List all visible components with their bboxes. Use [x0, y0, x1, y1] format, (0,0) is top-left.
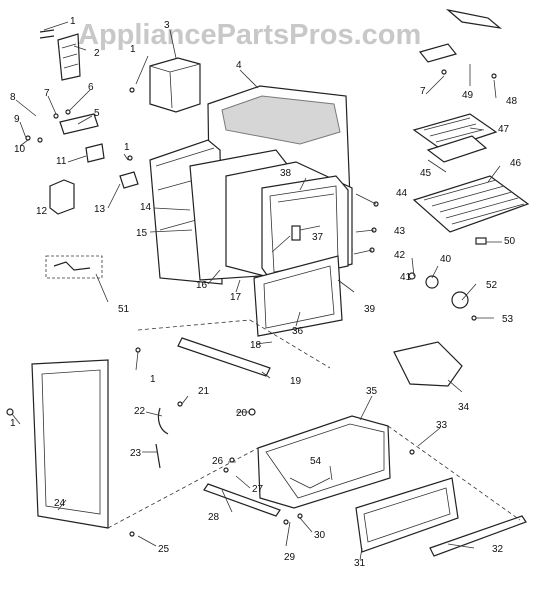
part-2-side-trim: [39, 29, 81, 81]
part-47-broil-pan: [412, 113, 498, 163]
callout-13: 13: [94, 204, 106, 215]
part-32-drawer-trim: [429, 515, 527, 557]
callout-11: 11: [56, 156, 67, 167]
callout-17: 17: [230, 292, 242, 303]
callout-1-top: 1: [70, 16, 76, 27]
callout-43: 43: [394, 226, 406, 237]
callout-33: 33: [436, 420, 448, 431]
callout-21: 21: [198, 386, 210, 397]
part-19-kick-strip: [177, 337, 271, 377]
part-4-oven-cabinet: [149, 85, 353, 285]
watermark-text: AppliancePartsPros.com: [78, 19, 421, 51]
part-39-oven-door-frame: [253, 255, 343, 337]
callout-labels: 1 2 3 4 5 6 7 8 9 10 11 12 13 14 15 16 1…: [10, 16, 522, 569]
callout-53: 53: [502, 314, 514, 325]
callout-46: 46: [510, 158, 522, 169]
part-46-oven-rack: [412, 175, 530, 233]
callout-5: 5: [94, 108, 100, 119]
callout-32: 32: [492, 544, 504, 555]
callout-49: 49: [462, 90, 474, 101]
callout-42: 42: [394, 250, 406, 261]
callout-29: 29: [284, 552, 296, 563]
callout-1-insulation: 1: [130, 44, 136, 55]
callout-23: 23: [130, 448, 142, 459]
callout-54: 54: [310, 456, 322, 467]
callout-7: 7: [44, 88, 50, 99]
callout-15: 15: [136, 228, 148, 239]
callout-7-top-right: 7: [420, 86, 426, 97]
part-40-52-lamp-parts: [369, 201, 487, 309]
callout-28: 28: [208, 512, 220, 523]
callout-44: 44: [396, 188, 408, 199]
callout-40: 40: [440, 254, 452, 265]
callout-14: 14: [140, 202, 152, 213]
callout-51: 51: [118, 304, 130, 315]
callout-12: 12: [36, 206, 48, 217]
callout-16: 16: [196, 280, 208, 291]
callout-9: 9: [14, 114, 20, 125]
part-brackets-5-6-11: [25, 87, 139, 215]
part-31-drawer-front: [355, 477, 459, 553]
callout-48: 48: [506, 96, 518, 107]
callout-2: 2: [94, 48, 100, 59]
part-35-storage-drawer: [257, 415, 391, 509]
callout-1-mid: 1: [150, 374, 156, 385]
part-48-49-top-elements: [418, 8, 503, 79]
callout-25: 25: [158, 544, 170, 555]
callout-6: 6: [88, 82, 94, 93]
callout-19: 19: [290, 376, 302, 387]
callout-45: 45: [420, 168, 432, 179]
part-34-drawer-liner: [393, 341, 463, 387]
callout-24: 24: [54, 498, 66, 509]
callout-1-cabinet: 1: [124, 142, 130, 153]
callout-18: 18: [250, 340, 262, 351]
callout-3: 3: [164, 20, 170, 31]
callout-52: 52: [486, 280, 498, 291]
callout-36: 36: [292, 326, 304, 337]
callout-10: 10: [14, 144, 26, 155]
callout-38: 38: [280, 168, 292, 179]
callout-35: 35: [366, 386, 378, 397]
callout-27: 27: [252, 484, 264, 495]
callout-37: 37: [312, 232, 324, 243]
callout-31: 31: [354, 558, 366, 569]
part-51-wire-harness: [45, 255, 103, 279]
callout-20: 20: [236, 408, 248, 419]
callout-8: 8: [10, 92, 16, 103]
part-24-door-panel: [31, 359, 109, 529]
part-3-insulation-block: [149, 57, 201, 113]
callout-34: 34: [458, 402, 470, 413]
callout-30: 30: [314, 530, 326, 541]
callout-50: 50: [504, 236, 516, 247]
callout-4: 4: [236, 60, 242, 71]
callout-41: 41: [400, 272, 412, 283]
callout-1-left: 1: [10, 418, 16, 429]
callout-26: 26: [212, 456, 224, 467]
callout-47: 47: [498, 124, 510, 135]
callout-22: 22: [134, 406, 146, 417]
callout-39: 39: [364, 304, 376, 315]
